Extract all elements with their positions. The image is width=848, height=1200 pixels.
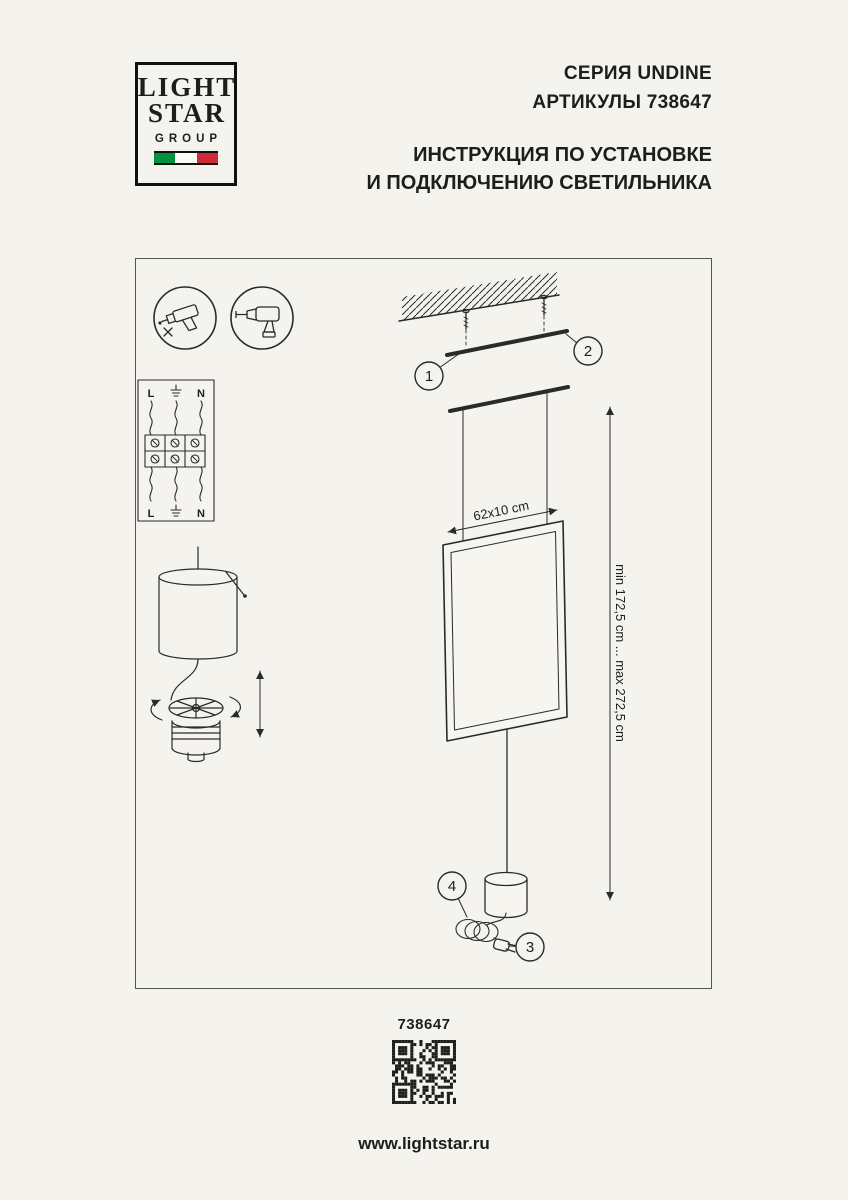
instruction-line-1: ИНСТРУКЦИЯ ПО УСТАНОВКЕ <box>413 144 712 166</box>
instruction-line-2: И ПОДКЛЮЧЕНИЮ СВЕТИЛЬНИКА <box>366 172 712 194</box>
header-text: СЕРИЯ UNDINE АРТИКУЛЫ 738647 ИНСТРУКЦИЯ … <box>366 60 712 197</box>
screwdriver-icon <box>230 286 294 350</box>
canopy-base <box>150 696 241 763</box>
footer-article: 738647 <box>397 1016 451 1033</box>
earth-icon-bottom <box>170 504 182 517</box>
series-title: СЕРИЯ UNDINE <box>563 63 712 84</box>
callout-4: 4 <box>437 871 468 918</box>
lampshade-assembly <box>150 546 264 763</box>
mounting-bracket <box>445 329 569 357</box>
lightstar-logo: LIGHT STAR GROUP <box>135 62 237 186</box>
qr-code <box>392 1040 456 1104</box>
callout-2-label: 2 <box>584 343 592 360</box>
panel-size-label: 62x10 cm <box>472 498 530 524</box>
wiring-diagram: L N L <box>137 379 215 522</box>
power-plug-icon <box>492 938 518 953</box>
supply-wires <box>149 400 203 436</box>
anchor-screw-left <box>462 308 470 349</box>
wiring-label-n-top: N <box>197 388 205 400</box>
terminal-block <box>144 434 206 468</box>
diagram-frame: L N L <box>135 258 712 989</box>
earth-icon-top <box>170 384 182 397</box>
instruction-title: ИНСТРУКЦИЯ ПО УСТАНОВКЕ И ПОДКЛЮЧЕНИЮ СВ… <box>366 141 712 197</box>
article-title: АРТИКУЛЫ 738647 <box>532 91 712 113</box>
driver-box <box>484 871 528 919</box>
wiring-label-l-top: L <box>148 388 155 400</box>
logo-word-star: STAR <box>147 98 227 129</box>
installation-diagram: L N L <box>137 272 628 962</box>
suspension-height-dimension: min 172,5 cm ... max 272,5 cm <box>606 406 628 901</box>
fixture-wires <box>149 466 203 502</box>
rotate-arrow-left <box>150 699 163 721</box>
qr-code-image <box>392 1040 456 1104</box>
no-glue-gun-icon <box>153 286 217 350</box>
callout-4-label: 4 <box>448 878 456 895</box>
suspension-track <box>448 385 570 542</box>
wiring-label-l-bottom: L <box>148 508 155 520</box>
flag-green-stripe <box>154 152 176 163</box>
callout-3: 3 <box>509 932 545 962</box>
ceiling-section <box>398 272 560 322</box>
callout-1: 1 <box>414 350 464 391</box>
logo-word-light: LIGHT <box>137 72 237 102</box>
anchor-screw-right <box>540 294 548 333</box>
italy-flag <box>154 150 218 165</box>
wiring-label-n-bottom: N <box>197 508 205 520</box>
light-panel <box>442 520 568 742</box>
rotate-arrow-right <box>229 696 241 718</box>
callout-2: 2 <box>565 333 603 366</box>
height-range-label: min 172,5 cm ... max 272,5 cm <box>613 564 628 742</box>
callout-1-label: 1 <box>425 368 433 385</box>
callout-3-label: 3 <box>526 939 534 956</box>
logo-word-group: GROUP <box>154 132 223 145</box>
website: www.lightstar.ru <box>358 1134 490 1153</box>
flag-red-stripe <box>196 152 218 163</box>
flag-white-stripe <box>175 152 197 163</box>
